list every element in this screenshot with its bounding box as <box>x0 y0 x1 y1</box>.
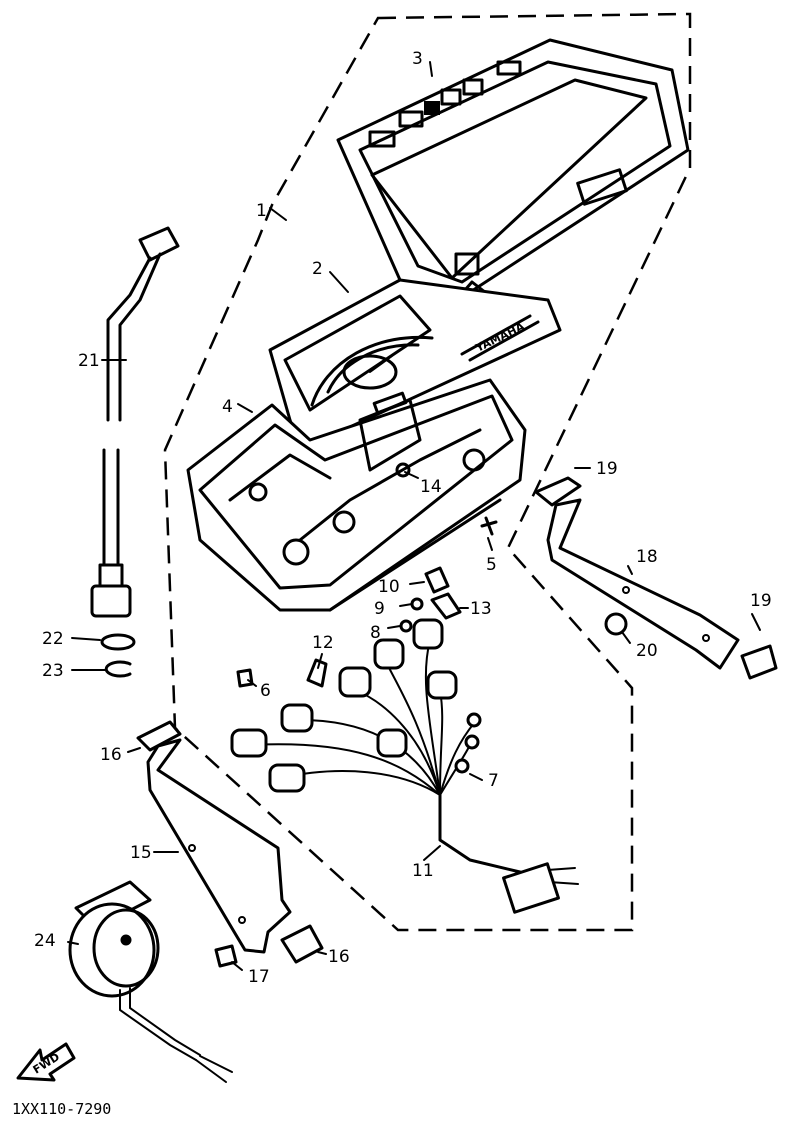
callout-22: 22 <box>42 629 64 649</box>
assembly-boundary-outline <box>163 12 692 932</box>
callout-18: 18 <box>636 547 658 567</box>
callout-23: 23 <box>42 661 64 681</box>
callout-24: 24 <box>34 931 56 951</box>
part-17-collar <box>214 944 238 968</box>
callout-5: 5 <box>486 555 497 575</box>
meter-housing <box>186 378 527 612</box>
figure-code: 1XX110-7290 <box>12 1100 111 1118</box>
part-23-circlip <box>104 660 132 678</box>
part-18-bracket <box>546 498 740 670</box>
callout-14: 14 <box>420 477 442 497</box>
meter-cover <box>336 38 690 314</box>
part-14-grommet <box>395 462 411 478</box>
part-20-collar <box>604 612 628 636</box>
callout-7: 7 <box>488 771 499 791</box>
wire-harness <box>230 618 579 914</box>
part-9-washer <box>410 597 424 611</box>
part-15-bracket <box>146 738 292 954</box>
callout-13: 13 <box>470 599 492 619</box>
part-16-damper-upper <box>136 720 182 752</box>
bracket-hole <box>188 844 196 852</box>
callout-8: 8 <box>370 623 381 643</box>
bracket-hole <box>238 916 246 924</box>
part-19-damper-upper <box>534 476 582 507</box>
callout-3: 3 <box>412 49 423 69</box>
leader-lines <box>67 61 761 971</box>
callout-2: 2 <box>312 259 323 279</box>
callout-19-upper: 19 <box>596 459 618 479</box>
callout-16-upper: 16 <box>100 745 122 765</box>
bracket-hole <box>622 586 630 594</box>
forward-direction-arrow: FWD <box>16 1042 76 1082</box>
speedometer-cable <box>90 226 180 618</box>
callout-16-lower: 16 <box>328 947 350 967</box>
part-8-nut <box>399 619 413 633</box>
callout-1: 1 <box>256 201 267 221</box>
callout-4: 4 <box>222 397 233 417</box>
part-12-bulb <box>306 658 328 688</box>
callout-11: 11 <box>412 861 434 881</box>
part-22-o-ring <box>100 633 136 651</box>
part-16-damper-lower <box>280 924 324 964</box>
meter-panel: YAMAHA <box>268 278 562 452</box>
callout-17: 17 <box>248 967 270 987</box>
bracket-hole <box>702 634 710 642</box>
part-6-screw <box>236 668 254 688</box>
part-24-relay-unit <box>68 880 233 1083</box>
part-19-damper-lower <box>740 644 778 680</box>
callout-10: 10 <box>378 577 400 597</box>
callout-20: 20 <box>636 641 658 661</box>
part-13-bracket <box>430 592 462 620</box>
part-10-bracket <box>424 566 450 594</box>
callout-6: 6 <box>260 681 271 701</box>
callout-12: 12 <box>312 633 334 653</box>
callout-19-lower: 19 <box>750 591 772 611</box>
callout-9: 9 <box>374 599 385 619</box>
callout-15: 15 <box>130 843 152 863</box>
callout-21: 21 <box>78 351 100 371</box>
callout-labels: 1 2 3 4 5 6 7 8 9 10 11 12 13 14 15 16 1… <box>34 49 772 987</box>
part-5-screw <box>480 516 498 536</box>
